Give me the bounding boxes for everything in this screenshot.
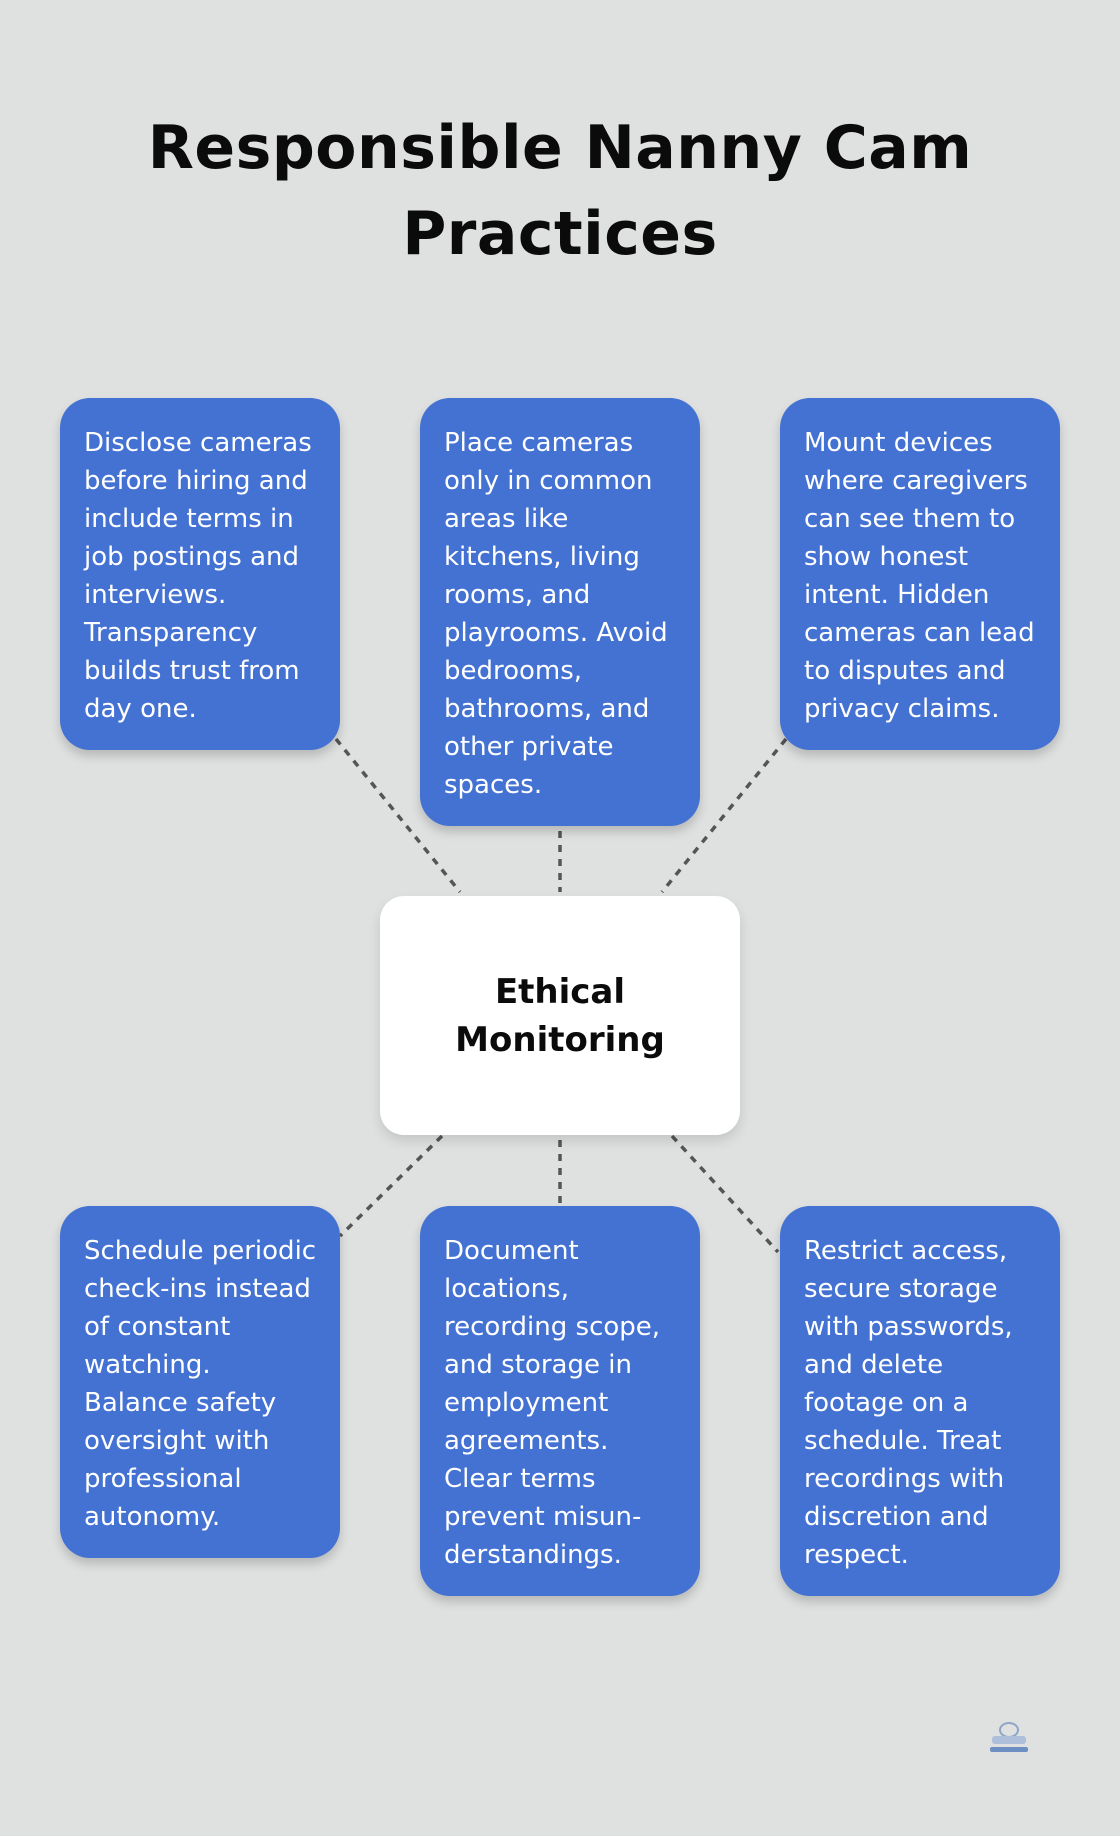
card-documentation: Document locations, recording scope, and… bbox=[420, 1206, 700, 1596]
card-documentation-text: Document locations, recording scope, and… bbox=[444, 1236, 661, 1570]
card-check-ins-text: Schedule periodic check-ins instead of c… bbox=[84, 1236, 317, 1532]
connector-top-right bbox=[660, 737, 788, 894]
connector-bottom-right bbox=[670, 1134, 780, 1254]
card-visible-devices: Mount devices where caregivers can see t… bbox=[780, 398, 1060, 750]
card-disclose-text: Disclose cameras before hiring and inclu… bbox=[84, 428, 312, 724]
center-node: Ethical Monitoring bbox=[380, 896, 740, 1135]
card-access-storage-text: Restrict access, secure storage with pas… bbox=[804, 1236, 1013, 1570]
card-placement: Place cameras only in common areas like … bbox=[420, 398, 700, 826]
center-line-1: Ethical bbox=[494, 971, 626, 1012]
connector-top-left bbox=[334, 737, 462, 894]
card-check-ins: Schedule periodic check-ins instead of c… bbox=[60, 1206, 340, 1558]
center-line-2: Monitoring bbox=[455, 1019, 665, 1060]
card-access-storage: Restrict access, secure storage with pas… bbox=[780, 1206, 1060, 1596]
title-line-1: Responsible Nanny Cam bbox=[147, 113, 973, 183]
page-title: Responsible Nanny Cam Practices bbox=[0, 105, 1120, 277]
card-placement-text: Place cameras only in common areas like … bbox=[444, 428, 668, 800]
connector-bottom-left bbox=[338, 1134, 444, 1238]
card-visible-devices-text: Mount devices where caregivers can see t… bbox=[804, 428, 1035, 724]
card-disclose: Disclose cameras before hiring and inclu… bbox=[60, 398, 340, 750]
title-line-2: Practices bbox=[402, 199, 718, 269]
brand-logo-icon bbox=[986, 1718, 1032, 1758]
